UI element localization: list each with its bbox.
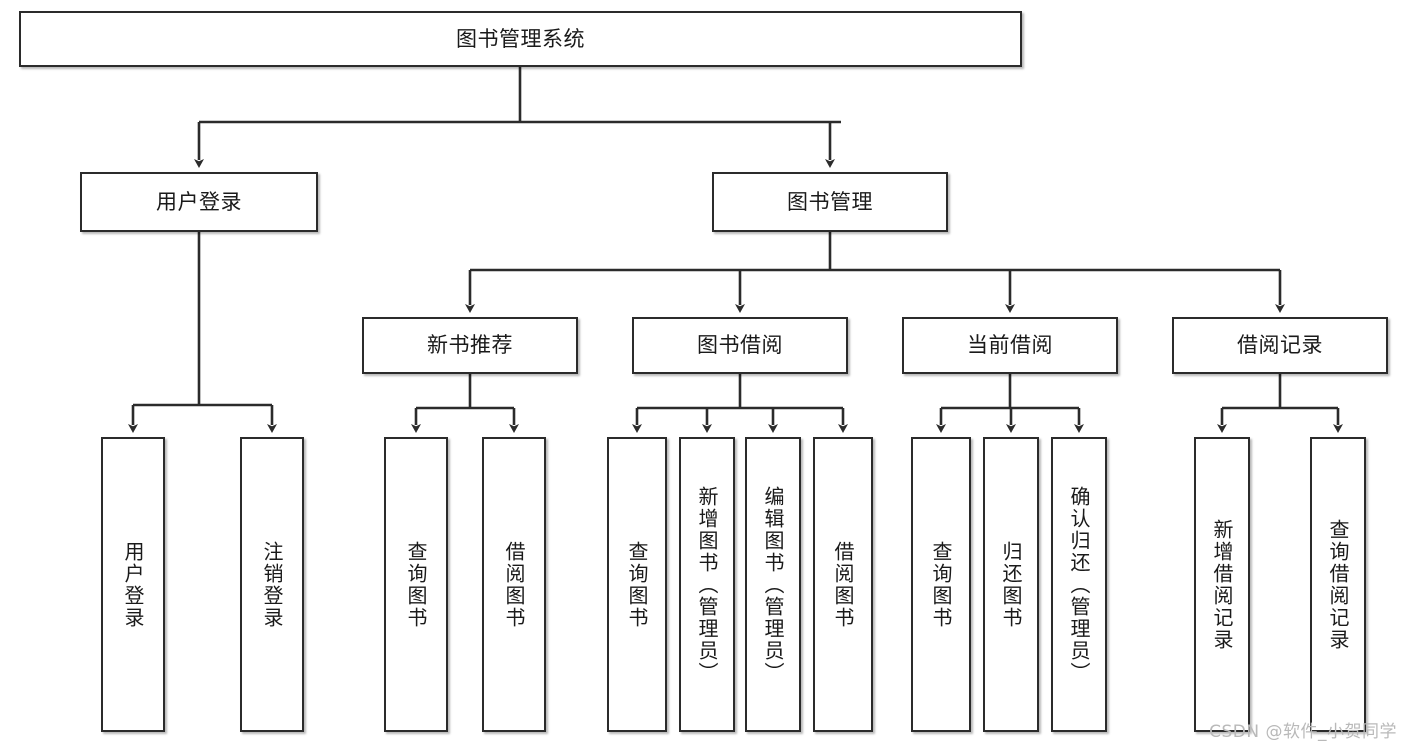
node-leaf-confirm-return-label: 确认归还（管理员） bbox=[1067, 485, 1091, 684]
node-user-login[interactable]: 用户登录 bbox=[80, 172, 318, 232]
csdn-watermark: CSDN @软件_小贺同学 bbox=[1209, 722, 1397, 742]
node-book-manage-label: 图书管理 bbox=[787, 189, 873, 214]
node-leaf-add-record-label: 新增借阅记录 bbox=[1210, 518, 1234, 651]
node-leaf-return-book-label: 归还图书 bbox=[999, 540, 1023, 629]
node-root[interactable]: 图书管理系统 bbox=[19, 11, 1022, 67]
node-leaf-user-login[interactable]: 用户登录 bbox=[101, 437, 165, 732]
node-leaf-query-book-borrow-label: 查询图书 bbox=[625, 540, 649, 629]
node-book-borrow[interactable]: 图书借阅 bbox=[632, 317, 848, 374]
node-leaf-add-book[interactable]: 新增图书（管理员） bbox=[679, 437, 735, 732]
node-leaf-edit-book[interactable]: 编辑图书（管理员） bbox=[745, 437, 801, 732]
node-leaf-user-login-label: 用户登录 bbox=[121, 540, 145, 629]
node-leaf-borrow-book-rec[interactable]: 借阅图书 bbox=[482, 437, 546, 732]
node-leaf-return-book[interactable]: 归还图书 bbox=[983, 437, 1039, 732]
node-leaf-add-book-label: 新增图书（管理员） bbox=[695, 485, 719, 684]
node-leaf-query-record[interactable]: 查询借阅记录 bbox=[1310, 437, 1366, 732]
node-leaf-query-book-cur[interactable]: 查询图书 bbox=[911, 437, 971, 732]
node-leaf-edit-book-label: 编辑图书（管理员） bbox=[761, 485, 785, 684]
node-borrow-record-label: 借阅记录 bbox=[1237, 333, 1323, 358]
node-leaf-borrow-book[interactable]: 借阅图书 bbox=[813, 437, 873, 732]
node-leaf-user-logout-label: 注销登录 bbox=[260, 540, 284, 629]
node-book-manage[interactable]: 图书管理 bbox=[712, 172, 948, 232]
node-user-login-label: 用户登录 bbox=[156, 189, 242, 214]
node-current-borrow-label: 当前借阅 bbox=[967, 333, 1053, 358]
node-book-borrow-label: 图书借阅 bbox=[697, 333, 783, 358]
node-leaf-query-record-label: 查询借阅记录 bbox=[1326, 518, 1350, 651]
node-leaf-borrow-book-label: 借阅图书 bbox=[831, 540, 855, 629]
node-leaf-borrow-book-rec-label: 借阅图书 bbox=[502, 540, 526, 629]
node-new-book-rec-label: 新书推荐 bbox=[427, 333, 513, 358]
node-leaf-query-book-borrow[interactable]: 查询图书 bbox=[607, 437, 667, 732]
node-leaf-confirm-return[interactable]: 确认归还（管理员） bbox=[1051, 437, 1107, 732]
node-leaf-add-record[interactable]: 新增借阅记录 bbox=[1194, 437, 1250, 732]
node-leaf-query-book-rec-label: 查询图书 bbox=[404, 540, 428, 629]
node-borrow-record[interactable]: 借阅记录 bbox=[1172, 317, 1388, 374]
node-leaf-user-logout[interactable]: 注销登录 bbox=[240, 437, 304, 732]
node-current-borrow[interactable]: 当前借阅 bbox=[902, 317, 1118, 374]
node-new-book-rec[interactable]: 新书推荐 bbox=[362, 317, 578, 374]
node-leaf-query-book-rec[interactable]: 查询图书 bbox=[384, 437, 448, 732]
node-root-label: 图书管理系统 bbox=[456, 26, 585, 51]
node-leaf-query-book-cur-label: 查询图书 bbox=[929, 540, 953, 629]
